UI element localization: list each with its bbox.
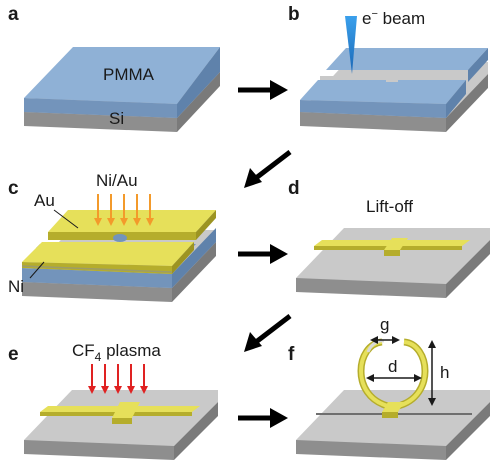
- center-pad-f: [382, 402, 404, 412]
- plasma-label: CF4 plasma: [72, 341, 161, 364]
- au-leader: [53, 209, 79, 229]
- deposition-arrows: [94, 194, 154, 226]
- center-pad-e: [112, 402, 140, 418]
- au-label: Au: [34, 191, 55, 210]
- panel-letter-a: a: [8, 4, 19, 25]
- si-front-b: [300, 112, 446, 132]
- lift-off-label: Lift-off: [366, 197, 413, 216]
- panel-letter-d: d: [288, 178, 300, 199]
- arrow-e-to-f: [238, 408, 288, 428]
- si-side-a: [177, 72, 220, 132]
- panel-letter-e: e: [8, 344, 19, 365]
- d-label: d: [388, 357, 397, 376]
- panel-b: b e− beam: [288, 4, 488, 132]
- pmma-label: PMMA: [103, 65, 155, 84]
- panel-letter-c: c: [8, 178, 19, 199]
- gold-front-c: [22, 242, 194, 266]
- si-label: Si: [109, 109, 124, 128]
- panel-c: c Ni/Au Au Ni: [8, 171, 216, 302]
- panel-a: a PMMA Si: [8, 4, 220, 132]
- pmma-back-b: [326, 48, 488, 70]
- si-front-a: [24, 112, 177, 132]
- pmma-front-c: [22, 268, 172, 288]
- arrow-a-to-b: [238, 80, 288, 100]
- rolled-up-ring: [357, 338, 429, 410]
- center-pad-d: [384, 238, 408, 250]
- panel-f: f g d h: [288, 315, 490, 460]
- arrow-b-to-c: [244, 150, 292, 188]
- panel-d: d Lift-off: [288, 178, 490, 298]
- si-front-c: [22, 282, 172, 302]
- g-label: g: [380, 315, 389, 334]
- pmma-front-half-b: [300, 80, 466, 104]
- gold-back-c: [48, 210, 216, 232]
- pmma-side-a: [177, 47, 220, 118]
- beam-label: e− beam: [362, 8, 425, 28]
- plasma-arrows: [88, 364, 148, 394]
- ni-leader: [29, 261, 45, 279]
- panel-e: e CF4 plasma: [8, 341, 218, 460]
- arrow-d-to-e: [244, 314, 292, 352]
- arrow-c-to-d: [238, 244, 288, 264]
- notch-b: [386, 72, 398, 82]
- ni-layer: [21, 265, 173, 273]
- h-label: h: [440, 363, 449, 382]
- ni-label: Ni: [8, 277, 24, 296]
- panel-letter-f: f: [288, 344, 295, 365]
- panel-letter-b: b: [288, 4, 300, 25]
- e-beam-cone: [345, 16, 357, 74]
- si-side-b: [446, 74, 488, 132]
- center-hole-c: [113, 234, 127, 242]
- pmma-top-a: [24, 47, 220, 104]
- pmma-front-a: [24, 98, 177, 118]
- ni-au-label: Ni/Au: [96, 171, 138, 190]
